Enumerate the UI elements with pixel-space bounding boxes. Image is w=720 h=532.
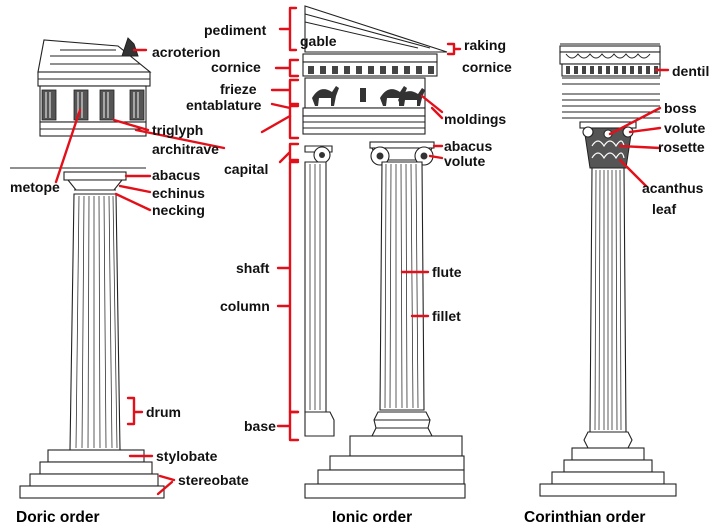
ionic-moldings bbox=[302, 107, 426, 117]
label-ionic-abacus: abacus bbox=[444, 138, 492, 154]
ionic-pediment bbox=[304, 5, 448, 53]
raking-cornice-lines bbox=[304, 13, 431, 49]
label-architrave: architrave bbox=[152, 141, 219, 157]
corinthian-flutes bbox=[594, 169, 622, 431]
title-corinthian: Corinthian order bbox=[524, 509, 645, 526]
label-acanthus: acanthus bbox=[642, 180, 704, 196]
label-necking: necking bbox=[152, 202, 205, 218]
label-doric-abacus: abacus bbox=[152, 167, 200, 183]
title-doric: Doric order bbox=[16, 509, 100, 526]
label-leaf: leaf bbox=[652, 201, 676, 217]
label-triglyph: triglyph bbox=[152, 122, 203, 138]
label-boss: boss bbox=[664, 100, 697, 116]
doric-necking bbox=[74, 189, 116, 195]
label-acroterion: acroterion bbox=[152, 44, 220, 60]
label-shaft: shaft bbox=[236, 260, 270, 276]
label-pediment: pediment bbox=[204, 22, 267, 38]
label-entablature: entablature bbox=[186, 97, 262, 113]
label-stylobate: stylobate bbox=[156, 448, 218, 464]
doric-echinus bbox=[66, 179, 124, 191]
label-fillet: fillet bbox=[432, 308, 461, 324]
leader-lines bbox=[54, 6, 670, 496]
acroterion-ornament bbox=[121, 37, 139, 57]
label-cornice: cornice bbox=[211, 59, 261, 75]
label-flute: flute bbox=[432, 264, 462, 280]
label-column: column bbox=[220, 298, 270, 314]
label-stereobate: stereobate bbox=[178, 472, 249, 488]
label-corinthian-volute: volute bbox=[664, 120, 705, 136]
ionic-flutes bbox=[384, 163, 419, 409]
label-frieze: frieze bbox=[220, 81, 257, 97]
ionic-stylobate bbox=[349, 435, 463, 457]
ionic-base bbox=[371, 411, 433, 437]
corinthian-base bbox=[583, 431, 633, 449]
label-ionic-volute: volute bbox=[444, 153, 485, 169]
labels: pediment gable raking cornice acroterion… bbox=[10, 22, 709, 488]
ionic-architrave bbox=[302, 115, 426, 135]
ionic-order-drawing bbox=[302, 5, 466, 499]
title-ionic: Ionic order bbox=[332, 509, 412, 526]
label-metope: metope bbox=[10, 179, 60, 195]
doric-stereobate bbox=[19, 485, 165, 499]
order-titles: Doric order Ionic order Corinthian order bbox=[16, 509, 645, 526]
label-rosette: rosette bbox=[658, 139, 705, 155]
label-dentil: dentil bbox=[672, 63, 709, 79]
doric-flutes bbox=[75, 195, 118, 449]
label-drum: drum bbox=[146, 404, 181, 420]
doric-pediment-lines bbox=[50, 49, 140, 65]
label-echinus: echinus bbox=[152, 185, 205, 201]
label-gable: gable bbox=[300, 33, 337, 49]
label-moldings: moldings bbox=[444, 111, 506, 127]
frieze-horses bbox=[312, 86, 425, 106]
doric-abacus bbox=[63, 171, 127, 181]
acanthus-leaves bbox=[591, 140, 625, 160]
left-base bbox=[304, 411, 335, 437]
label-raking-cornice: cornice bbox=[462, 59, 512, 75]
label-base: base bbox=[244, 418, 276, 434]
label-raking: raking bbox=[464, 37, 506, 53]
label-capital: capital bbox=[224, 161, 268, 177]
ionic-dentils bbox=[308, 66, 434, 74]
ionic-stereobate bbox=[304, 483, 466, 499]
corinthian-order-drawing bbox=[539, 43, 677, 497]
doric-order-drawing bbox=[10, 37, 165, 499]
corinthian-capital bbox=[583, 127, 633, 169]
triglyphs bbox=[41, 89, 145, 121]
